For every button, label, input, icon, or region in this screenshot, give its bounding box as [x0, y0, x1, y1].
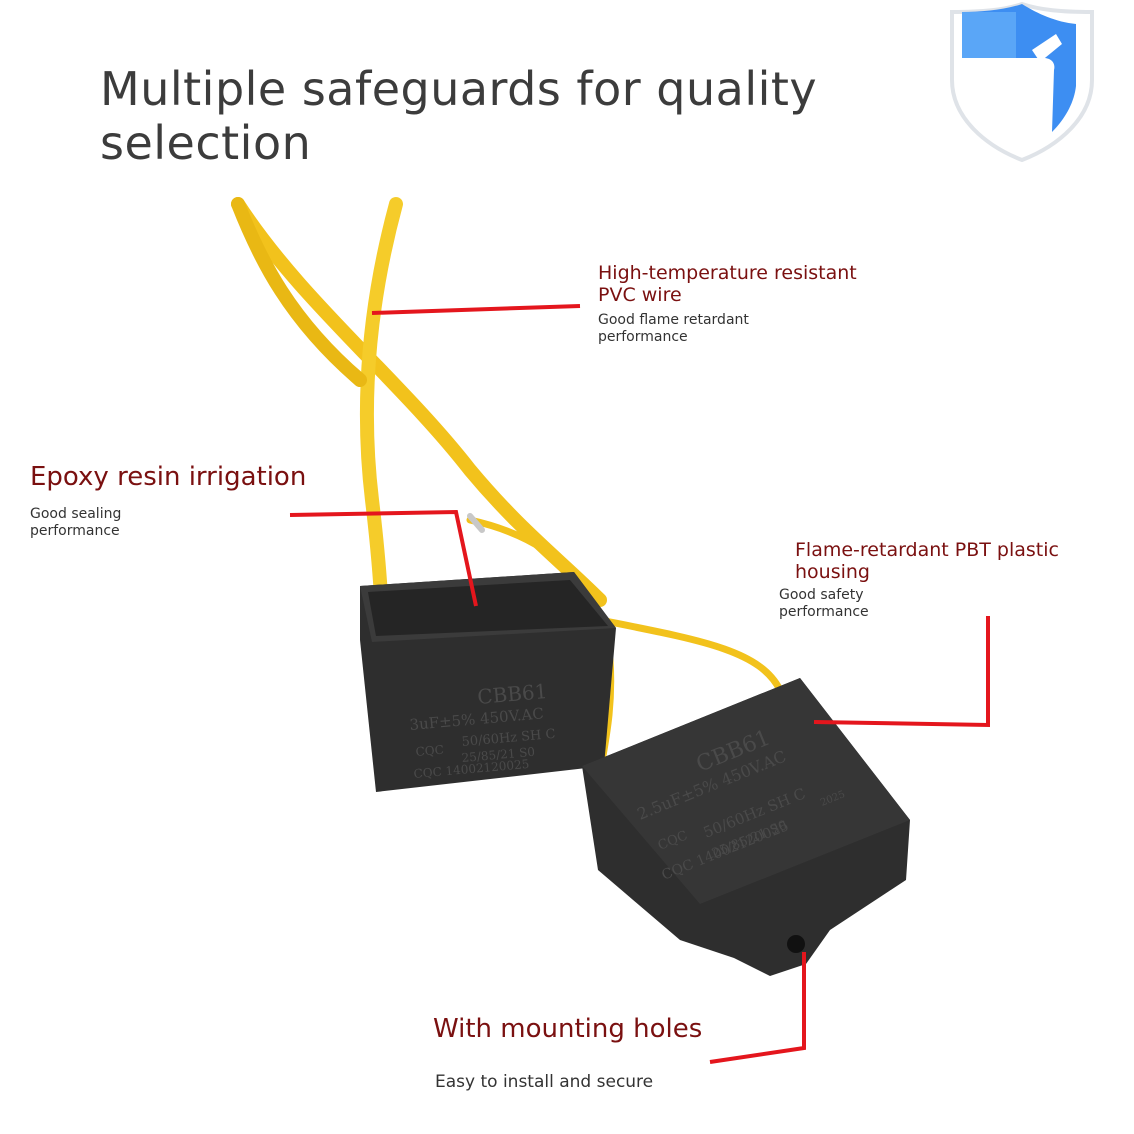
- callout-wire-sub: Good flame retardant performance: [598, 312, 749, 345]
- callout-line-housing: [813, 616, 990, 728]
- yellow-wire-lead-2: [596, 616, 784, 694]
- yellow-wire-cross: [231, 197, 367, 387]
- yellow-wire-right: [359, 197, 403, 617]
- callout-epoxy-heading: Epoxy resin irrigation: [30, 462, 307, 492]
- shield-check-icon: [950, 1, 1094, 162]
- callout-wire: High-temperature resistant PVC wire Good…: [598, 262, 898, 346]
- callout-line-mounting: [709, 952, 806, 1064]
- cap-left-spec: 25/85/21 S0: [461, 745, 536, 765]
- callout-line-epoxy: [289, 509, 478, 607]
- capacitor-right: CBB61 2.5uF±5% 450V.AC 50/60Hz SH C CQC …: [582, 678, 910, 976]
- callout-mounting-sub: Easy to install and secure: [435, 1072, 654, 1092]
- callout-epoxy-sub: Good sealing performance: [30, 506, 122, 539]
- mounting-hole: [787, 935, 805, 953]
- callout-epoxy: Epoxy resin irrigation Good sealing perf…: [30, 462, 350, 540]
- page-title: Multiple safeguards for quality selectio…: [100, 62, 818, 170]
- wire-tip: [467, 513, 485, 533]
- callout-mounting: With mounting holes Easy to install and …: [433, 1014, 753, 1092]
- capacitor-left: CBB61 3uF±5% 450V.AC 50/60Hz SH C CQC 25…: [360, 572, 616, 792]
- callout-housing-sub: Good safety performance: [779, 587, 869, 620]
- callout-housing: Flame-retardant PBT plastic housing Good…: [779, 539, 1079, 621]
- callout-wire-heading: High-temperature resistant PVC wire: [598, 262, 857, 306]
- yellow-wire-left: [231, 197, 607, 607]
- callout-housing-heading: Flame-retardant PBT plastic housing: [795, 539, 1059, 583]
- callout-line-wire: [371, 304, 581, 315]
- callout-mounting-heading: With mounting holes: [433, 1014, 703, 1044]
- cap-left-cert: CQC: [415, 743, 444, 759]
